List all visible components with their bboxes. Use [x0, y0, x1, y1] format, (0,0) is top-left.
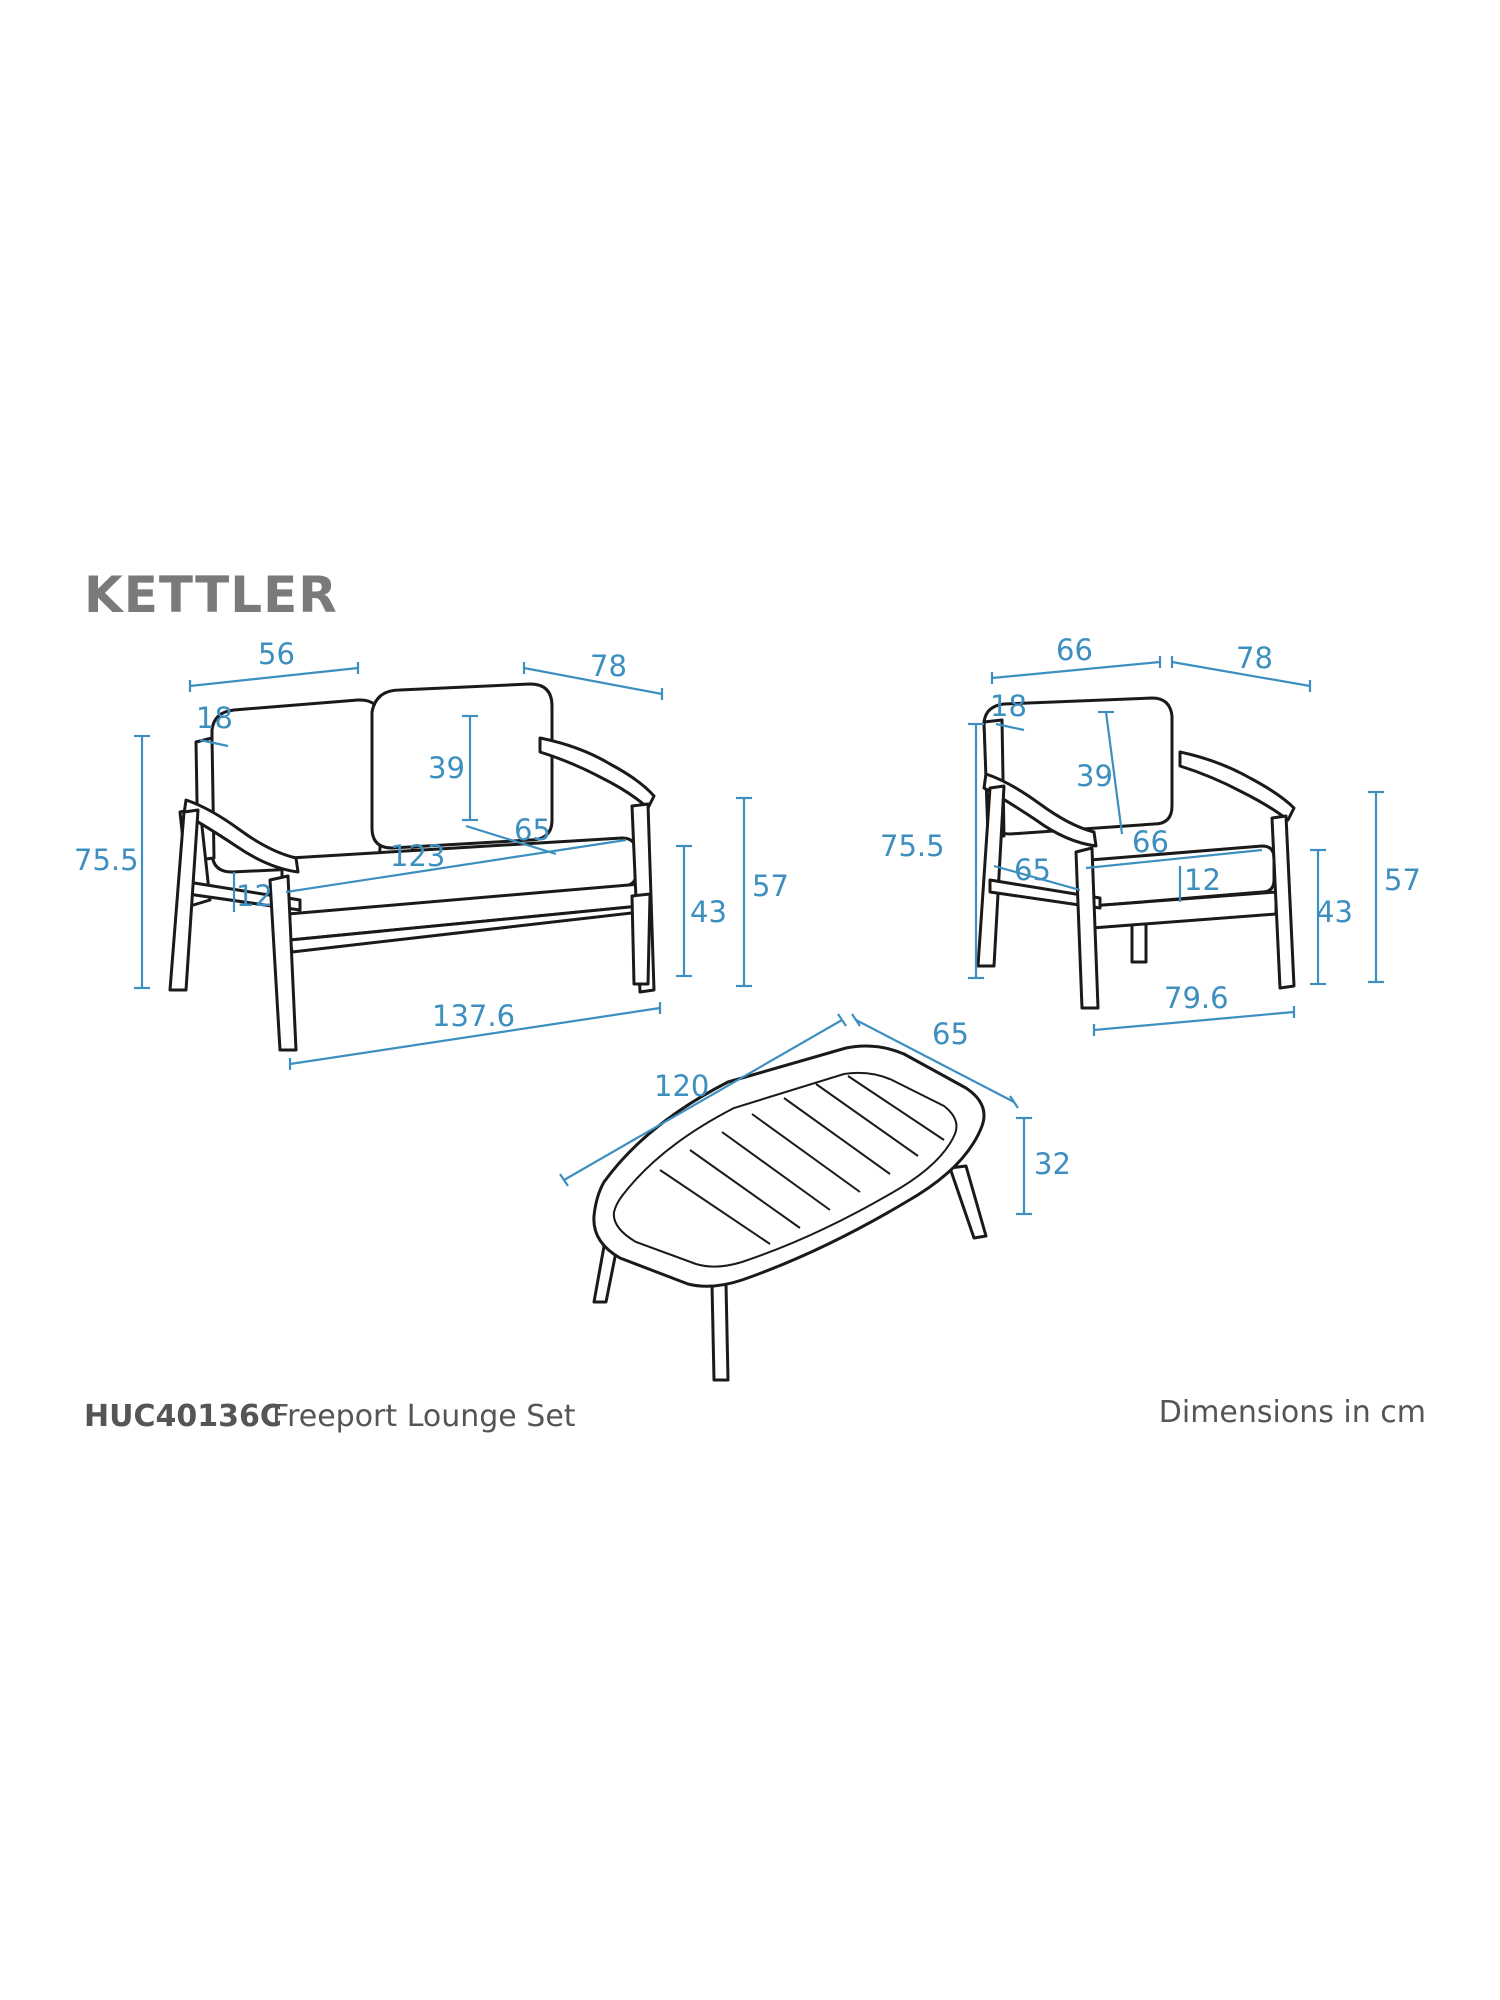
sofa-dim-18: 18 [196, 701, 233, 735]
armchair-drawing [976, 696, 1296, 1010]
table-top-inset [612, 1071, 958, 1268]
table-dim-32: 32 [1034, 1147, 1071, 1181]
coffee-table-dimensions: 120 65 32 [559, 1013, 1071, 1216]
sofa-drawing [168, 682, 656, 1052]
coffee-table-drawing [592, 1044, 988, 1382]
table-slat [847, 1075, 945, 1141]
dim-tick [1009, 1095, 1019, 1109]
table-leg [948, 1164, 988, 1240]
dim-line-120 [563, 1019, 843, 1181]
dim-tick [837, 1013, 847, 1027]
sofa-right-leg-lower [630, 892, 652, 986]
sofa-dim-65: 65 [514, 813, 551, 847]
model-code: HUC40136C [84, 1399, 282, 1434]
table-slat [751, 1113, 861, 1193]
chair-dim-66-top: 66 [1056, 633, 1093, 667]
dim-line-137-6 [289, 1006, 661, 1066]
chair-left-back-leg [976, 784, 1006, 968]
table-slat [815, 1083, 919, 1157]
sofa-dim-39: 39 [428, 751, 465, 785]
sofa-dim-123: 123 [390, 839, 445, 873]
chair-front-left-leg [1074, 846, 1100, 1010]
sofa-dim-137-6: 137.6 [432, 999, 515, 1033]
chair-dim-39: 39 [1076, 759, 1113, 793]
chair-dim-57: 57 [1384, 863, 1421, 897]
sofa-dim-75-5: 75.5 [74, 843, 139, 877]
dim-tick [559, 1173, 569, 1187]
table-slat [783, 1097, 891, 1175]
product-name: Freeport Lounge Set [272, 1399, 576, 1434]
dim-tick [851, 1013, 861, 1027]
chair-dim-12: 12 [1184, 863, 1221, 897]
sofa-dimensions: 56 78 18 39 65 123 75.5 12 43 57 137.6 [74, 637, 789, 1070]
table-slat [721, 1131, 831, 1211]
dim-line-39 [1104, 711, 1124, 835]
chair-dim-75-5: 75.5 [880, 829, 945, 863]
chair-dim-79-6: 79.6 [1164, 981, 1229, 1015]
sofa-back-cushion-left [210, 698, 382, 874]
dim-line-56 [189, 666, 359, 688]
chair-dim-18: 18 [990, 689, 1027, 723]
dim-line-65 [855, 1019, 1015, 1103]
sofa-dim-12: 12 [236, 879, 273, 913]
chair-dim-65: 65 [1014, 853, 1051, 887]
dim-line-66-top [991, 660, 1161, 680]
armchair-dimensions: 66 78 18 39 75.5 66 65 12 43 57 79.6 [880, 633, 1421, 1036]
dim-line-78 [1171, 660, 1311, 688]
chair-right-armrest [1178, 750, 1296, 822]
sofa-right-armrest [538, 736, 656, 810]
chair-left-arm-rail [988, 878, 1102, 910]
chair-right-front-leg [1270, 814, 1296, 990]
sofa-dim-56: 56 [258, 637, 295, 671]
table-slat [689, 1149, 801, 1229]
table-leg [710, 1282, 730, 1382]
brand-logo: KETTLER [84, 566, 338, 624]
sofa-left-armrest [182, 798, 300, 874]
dim-line-18 [995, 722, 1025, 732]
sofa-front-left-leg [268, 874, 298, 1052]
dim-line-18 [199, 738, 229, 748]
table-top [592, 1044, 986, 1288]
sofa-dim-57: 57 [752, 869, 789, 903]
dim-line-79-6 [1093, 1010, 1295, 1032]
sofa-dim-43: 43 [690, 895, 727, 929]
dim-line-123 [285, 838, 627, 894]
chair-dim-43: 43 [1316, 895, 1353, 929]
dim-line-66 [1085, 848, 1263, 870]
units-note: Dimensions in cm [1159, 1395, 1426, 1430]
dim-line-65 [465, 824, 557, 856]
sofa-dim-78: 78 [590, 649, 627, 683]
table-dim-65: 65 [932, 1017, 969, 1051]
chair-left-armrest [982, 772, 1098, 848]
table-slat [659, 1169, 771, 1245]
chair-dim-66: 66 [1132, 825, 1169, 859]
dim-line-65 [993, 864, 1081, 892]
sofa-back-cushion-right [370, 682, 554, 850]
table-dim-120: 120 [654, 1069, 709, 1103]
sofa-front-left-leg-back [168, 808, 200, 992]
chair-dim-78: 78 [1236, 641, 1273, 675]
dim-line-78 [523, 666, 663, 696]
